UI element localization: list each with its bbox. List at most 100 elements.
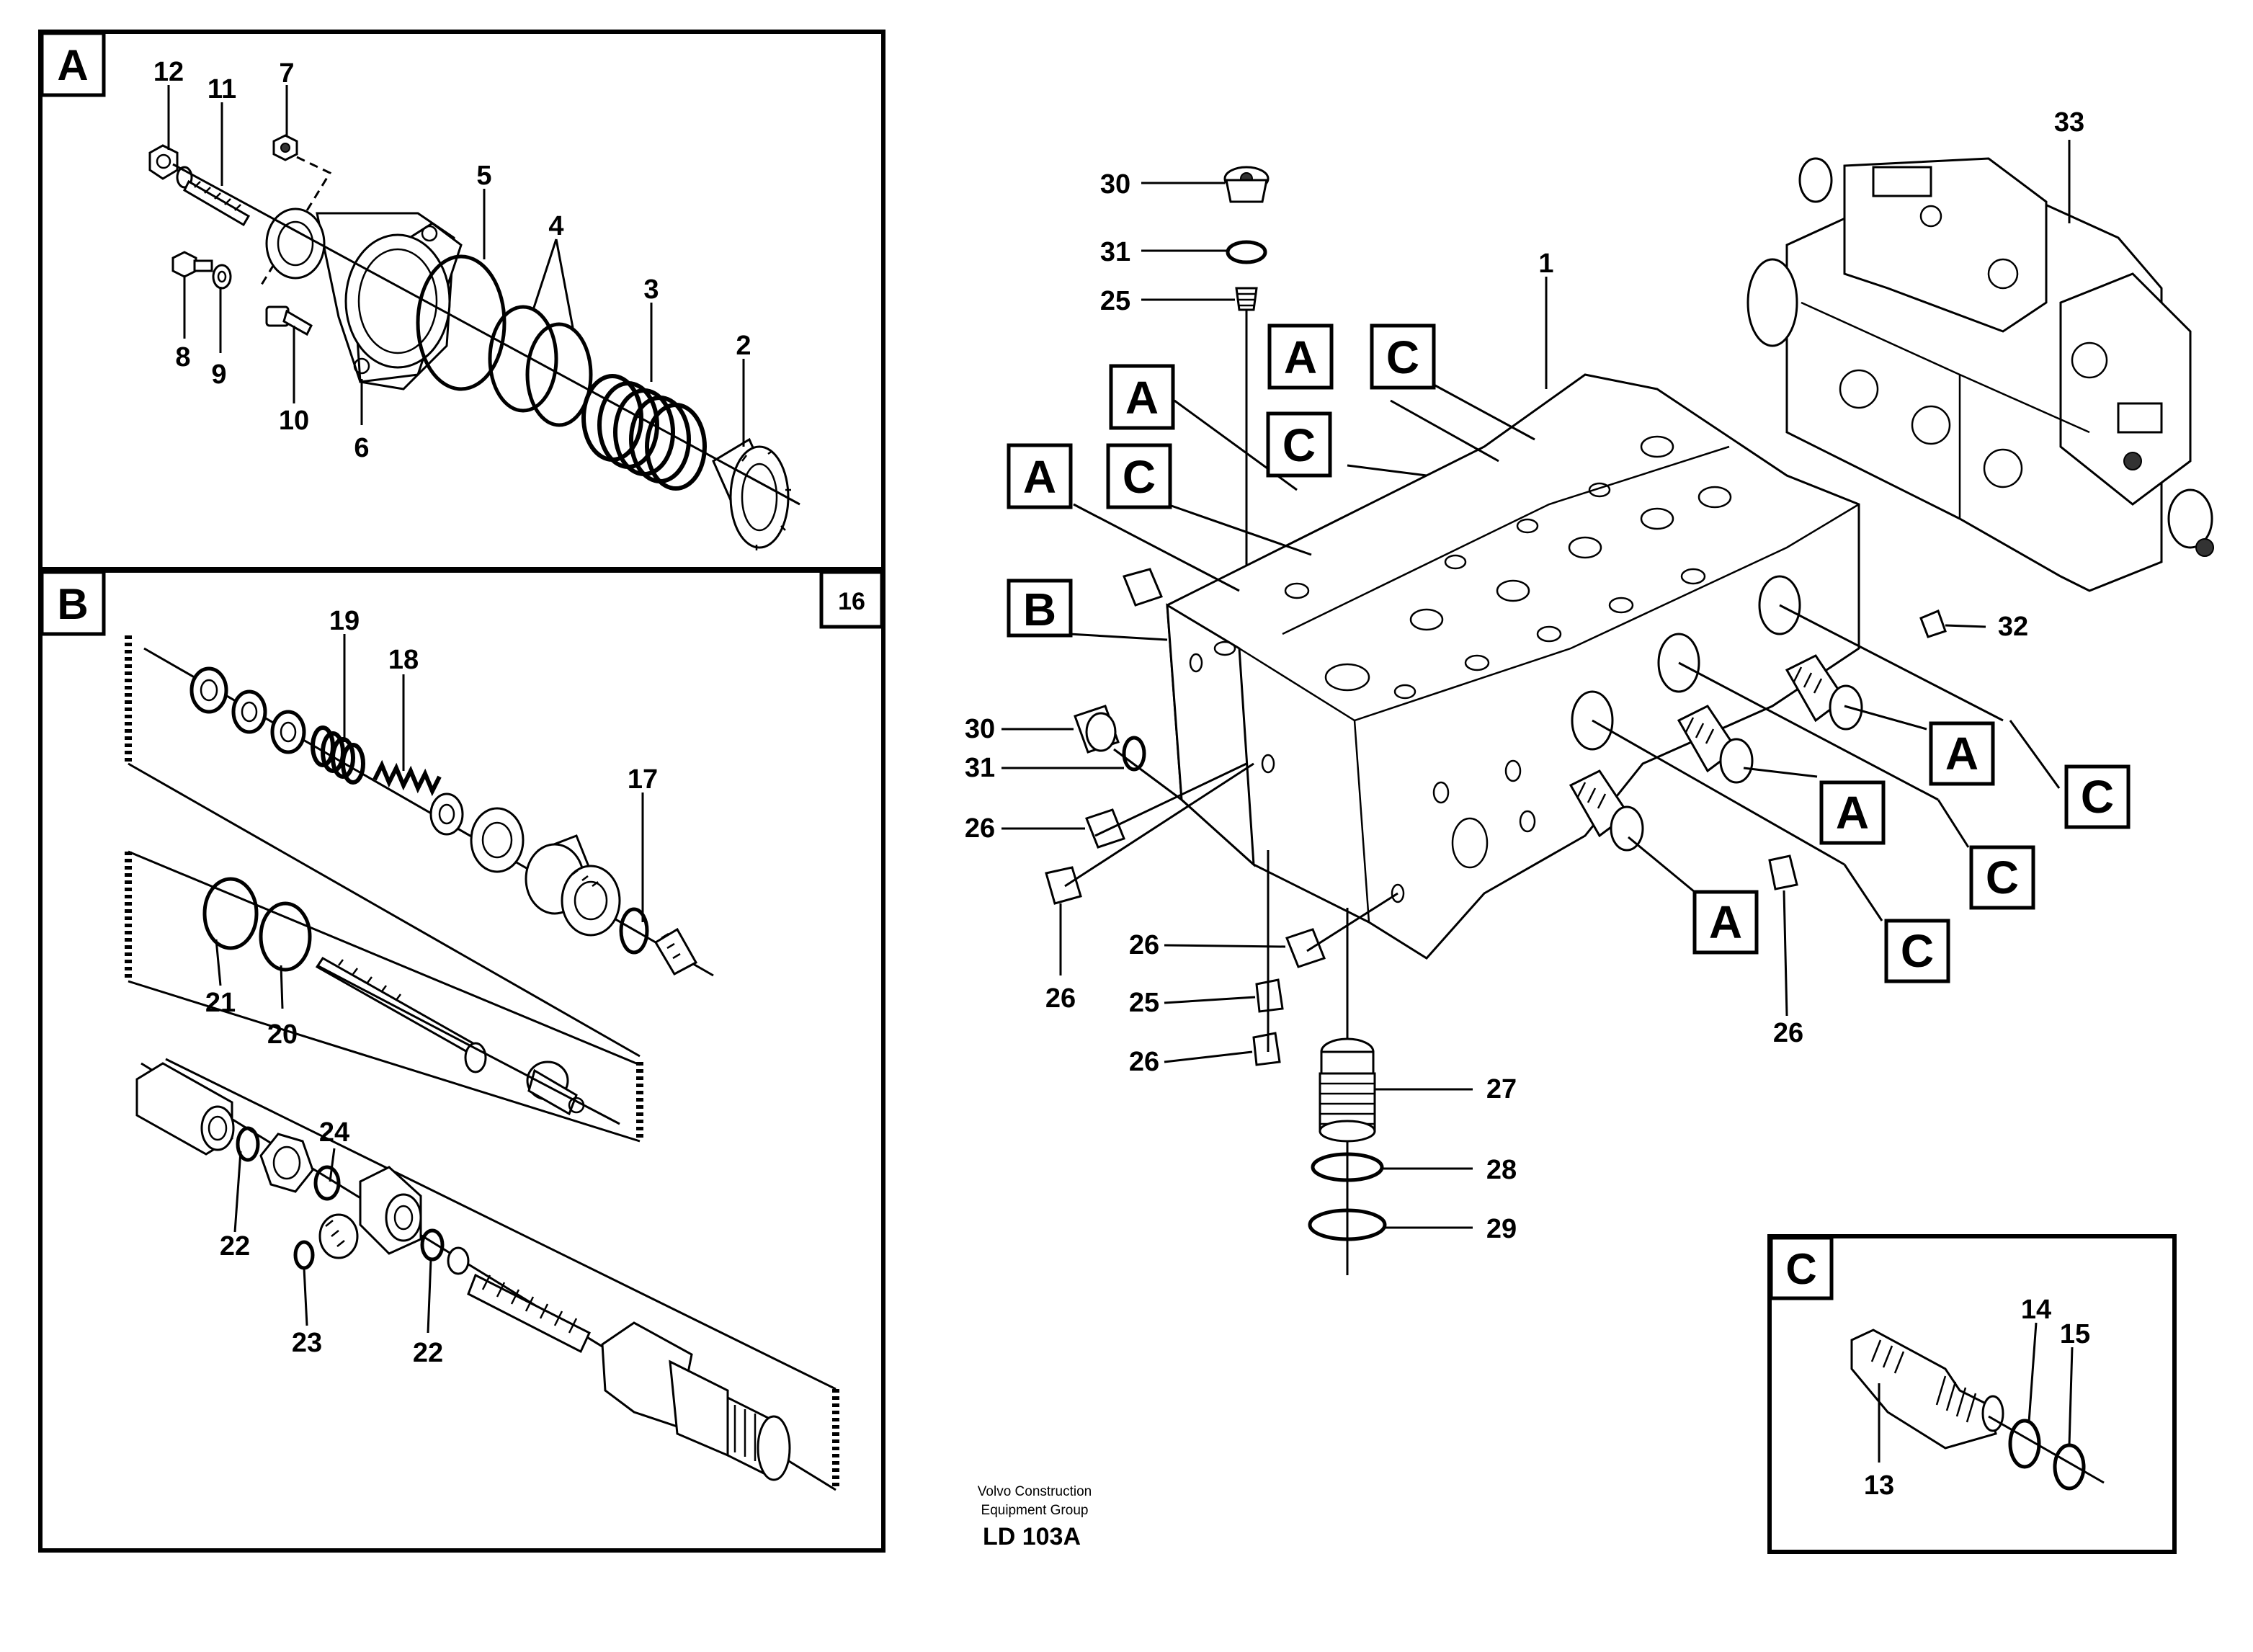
assembly-axis-line (1988, 1415, 2105, 1484)
o-ring-part-icon (293, 1240, 315, 1270)
callout-box (1007, 443, 1073, 509)
panel-a-label-box (40, 31, 106, 97)
dashed-guide (258, 156, 332, 289)
o-ring-part-icon (420, 1228, 445, 1262)
relief-cartridge-part-icon (1850, 1329, 2004, 1450)
panel-c-label: C (1785, 1245, 1816, 1293)
part-number: 6 (354, 433, 369, 463)
callout-letter: A (1836, 787, 1869, 839)
callout-letter: A (1709, 896, 1742, 948)
o-ring-part-icon (2008, 1419, 2041, 1469)
assembly-axis-line (316, 964, 620, 1125)
o-ring-part-icon (259, 901, 312, 972)
valve-poppet-part-icon (525, 834, 621, 937)
flange-housing-part-icon (265, 207, 463, 390)
part-number: 30 (1100, 169, 1130, 200)
callout-letter: A (1023, 451, 1056, 503)
part-number: 11 (208, 74, 236, 104)
panel-b-leaders (215, 634, 644, 1334)
panel-b: B 16 (38, 568, 885, 1553)
small-plug-part-icon (1045, 568, 1947, 1066)
spring-part-icon (581, 374, 707, 491)
part-number: 28 (1486, 1155, 1517, 1185)
callout-box (1266, 411, 1332, 478)
part-number: 26 (1045, 983, 1076, 1014)
elbow-part-icon (359, 1166, 422, 1255)
plug-stack-top (1223, 166, 1270, 605)
small-spring-part-icon (372, 759, 442, 797)
callout-box (1929, 721, 1995, 786)
callout-box (1109, 364, 1175, 430)
panel-c-frame (1767, 1234, 2177, 1554)
group-outline (165, 1058, 836, 1390)
callout-box (1692, 890, 1759, 955)
callout-box (1884, 919, 1950, 983)
footer-credit: Volvo Construction Equipment Group LD 10… (978, 1484, 1092, 1550)
o-ring-part-icon (416, 254, 507, 391)
small-nut-part-icon (272, 134, 298, 161)
part-number: 7 (279, 58, 294, 89)
part-number: 12 (153, 57, 184, 87)
screw-part-icon (265, 305, 313, 336)
spool-plug-part-icon (1569, 769, 1644, 852)
part-number: 21 (205, 988, 236, 1018)
callout-letter: C (1386, 331, 1419, 383)
panel-b-ref-box (819, 570, 884, 629)
part-number: 19 (329, 606, 360, 636)
seat-part-icon (429, 792, 525, 873)
part-number: 24 (319, 1117, 349, 1148)
o-ring-part-icon (236, 1126, 260, 1162)
group-outline (128, 980, 641, 1143)
part-number: 20 (267, 1019, 298, 1050)
assembly-axis-line (172, 163, 800, 506)
large-plug-part-icon (1319, 1037, 1376, 1143)
part-number: 27 (1486, 1074, 1517, 1104)
o-ring-part-icon (202, 877, 259, 950)
hex-coupling-part-icon (135, 1062, 235, 1156)
panel-a: A (38, 30, 885, 571)
main-assembly: 30 31 25 1 33 32 30 31 26 26 26 25 26 27… (965, 107, 2214, 1275)
credit-line: Equipment Group (981, 1503, 1089, 1518)
part-number: 26 (1129, 930, 1159, 960)
assembly-axis-line (1094, 762, 1247, 837)
part-number: 4 (548, 211, 563, 241)
part-number: 3 (643, 274, 659, 305)
cap-part-icon (712, 437, 791, 550)
credit-line: Volvo Construction (978, 1484, 1092, 1499)
valve-assembly-part-icon (1746, 157, 2214, 592)
part-number: 26 (1773, 1018, 1803, 1048)
part-number: 30 (965, 714, 995, 744)
washer-part-icon (212, 264, 232, 290)
hex-nut-part-icon (259, 1133, 314, 1193)
nut-part-icon (148, 144, 193, 189)
stud-part-icon (183, 179, 251, 227)
part-number: 33 (2054, 107, 2084, 138)
callout-letter: C (2081, 771, 2114, 823)
callout-box (1267, 323, 1334, 390)
part-number: 9 (211, 360, 226, 390)
callout-letter: A (1945, 728, 1978, 780)
o-ring-part-icon (1308, 1208, 1387, 1241)
part-number: 13 (1864, 1470, 1894, 1501)
callout-box (1007, 579, 1073, 638)
part-number: 10 (279, 406, 309, 436)
adjuster-housing-part-icon (601, 1321, 791, 1481)
part-number: 32 (1998, 612, 2028, 642)
panel-b-label-box (40, 570, 106, 636)
panel-c-leaders (1878, 1322, 2074, 1463)
part-number: 26 (1129, 1047, 1159, 1077)
part-number: 29 (1486, 1214, 1517, 1244)
callout-letter: B (1023, 584, 1056, 635)
threaded-rod-part-icon (467, 1273, 591, 1354)
callout-box (1819, 780, 1886, 845)
callout-letter: A (1125, 372, 1159, 424)
fitting-part-icon (318, 1213, 359, 1259)
callout-box (1106, 443, 1172, 509)
part-number: 25 (1100, 286, 1130, 316)
panel-a-label: A (57, 41, 88, 89)
seal-ring-part-icon (525, 322, 593, 427)
callout-letter: A (1284, 331, 1317, 383)
washer-part-icon (447, 1246, 470, 1275)
panel-c-label-box (1769, 1236, 1834, 1300)
part-number: 26 (965, 813, 995, 844)
